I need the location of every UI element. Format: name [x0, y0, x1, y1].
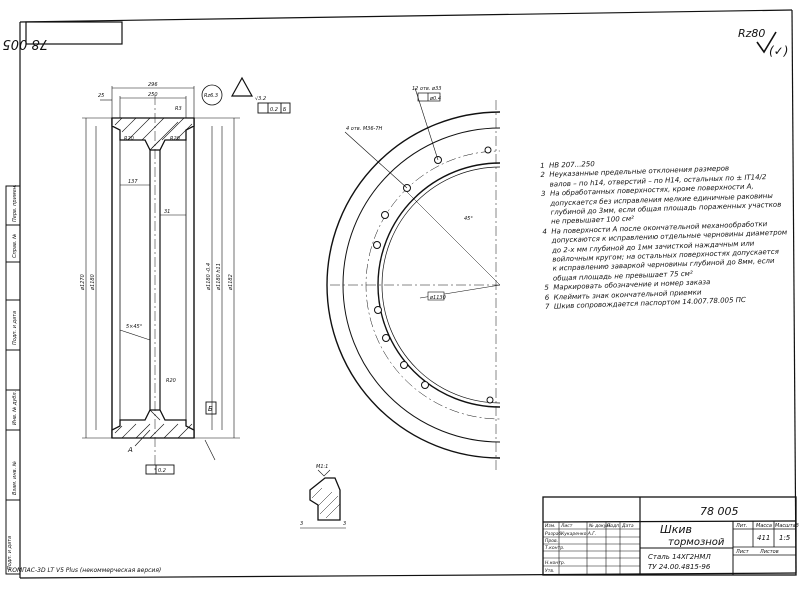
dim-296: 296 [148, 82, 158, 88]
row-header-doc: № докум. [588, 523, 611, 529]
dim-1180-left: ø1180 [90, 274, 96, 291]
section-view [82, 76, 291, 475]
thread-note: 4 отв. M36-7H [346, 126, 383, 132]
left-side-strip [5, 185, 21, 575]
dim-137: 137 [128, 179, 138, 185]
row-approve-role: Утв. [545, 568, 554, 574]
title-doc-code: 78 005 [700, 505, 739, 518]
datum-label: Б [208, 405, 213, 413]
detail-scale-label: М1:1 [316, 464, 328, 470]
corner-code: 78 005 [3, 36, 49, 51]
front-view [326, 87, 501, 470]
dim-250: 250 [148, 92, 158, 98]
col-scale: Масштаб [775, 523, 799, 529]
roughness-label: Rz80 [738, 27, 765, 40]
detail-dim-right: 3 [343, 521, 346, 527]
pcd-label: ø1130 [429, 295, 446, 301]
position-tol: ø0.4 [429, 96, 441, 102]
holes-note: 12 отв. ø33 [412, 86, 441, 92]
dim-1270: ø1270 [80, 274, 86, 291]
row-header-role: Изм. [545, 523, 556, 529]
strip-label-6: Подп. и дата [7, 536, 13, 570]
title-block [542, 496, 797, 576]
strip-label-3: Подп. и дата [12, 311, 18, 345]
dim-right-3: ø1182 [228, 274, 234, 291]
dim-r20-b: R20 [170, 136, 180, 142]
sheets-label: Листов [759, 549, 779, 555]
dim-r3: R3 [175, 106, 182, 112]
tol-value-top: 0.2 [270, 107, 278, 113]
row-header-name: Лист [560, 523, 573, 529]
title-material-2: ТУ 24.00.4815-96 [648, 563, 711, 571]
title-material-1: Сталь 14ХГ2НМЛ [648, 553, 711, 561]
dim-r20-a: R20 [124, 136, 134, 142]
tol-value-bottom: 0.2 [158, 468, 166, 474]
row-tcontrol-role: Т.контр. [545, 545, 565, 551]
surface-a-label: А [127, 446, 133, 454]
row-checker-role: Пров. [545, 538, 558, 544]
strip-label-4: Инв. № дубл. [12, 391, 18, 425]
roughness-symbol: Rz80 (✓) [738, 27, 788, 58]
corner-code-box: 78 005 [3, 21, 123, 51]
dim-25: 25 [98, 93, 104, 99]
mass-value: 411 [757, 534, 770, 542]
row-developer-name: Кукаренко А.Г. [561, 531, 596, 537]
tol-datum-top: Б [283, 107, 287, 113]
dim-r20-c: R20 [166, 378, 176, 384]
bottom-caption: КОМПАС-3D LT V5 Plus (некоммерческая вер… [8, 567, 161, 574]
dim-31: 31 [164, 209, 170, 215]
strip-label-2: Справ. № [12, 234, 18, 258]
dim-right-1: ø1180 -0.4 [206, 263, 212, 291]
title-name-2: тормозной [668, 537, 725, 548]
dim-right-2: ø1180 h11 [216, 263, 222, 291]
row-header-date: Дата [621, 523, 634, 529]
roughness-paren: (✓) [769, 44, 788, 58]
strip-label-5: Взам. инв. № [12, 461, 18, 495]
row-header-sign: Подп. [607, 523, 621, 529]
small-roughness: √3.2 [255, 96, 266, 102]
sheet-label: Лист [735, 549, 750, 555]
technical-notes: 1 HB 207...250 2 Неуказанные предельные … [540, 153, 795, 312]
scale-value: 1:5 [779, 534, 791, 542]
col-stage: Лит. [735, 523, 748, 529]
angle-label: 45° [464, 216, 473, 222]
strip-label-1: Перв. примен. [12, 184, 18, 222]
triangle-roughness: Rz6.3 [204, 93, 218, 99]
detail-dim-left: 3 [300, 521, 303, 527]
title-name-1: Шкив [660, 523, 692, 536]
dim-chamfer: 5×45° [126, 324, 143, 330]
row-ncontrol-role: Н.контр. [545, 560, 565, 566]
col-mass: Масса [756, 523, 772, 529]
detail-view [300, 469, 346, 529]
row-developer-role: Разраб. [545, 531, 563, 537]
